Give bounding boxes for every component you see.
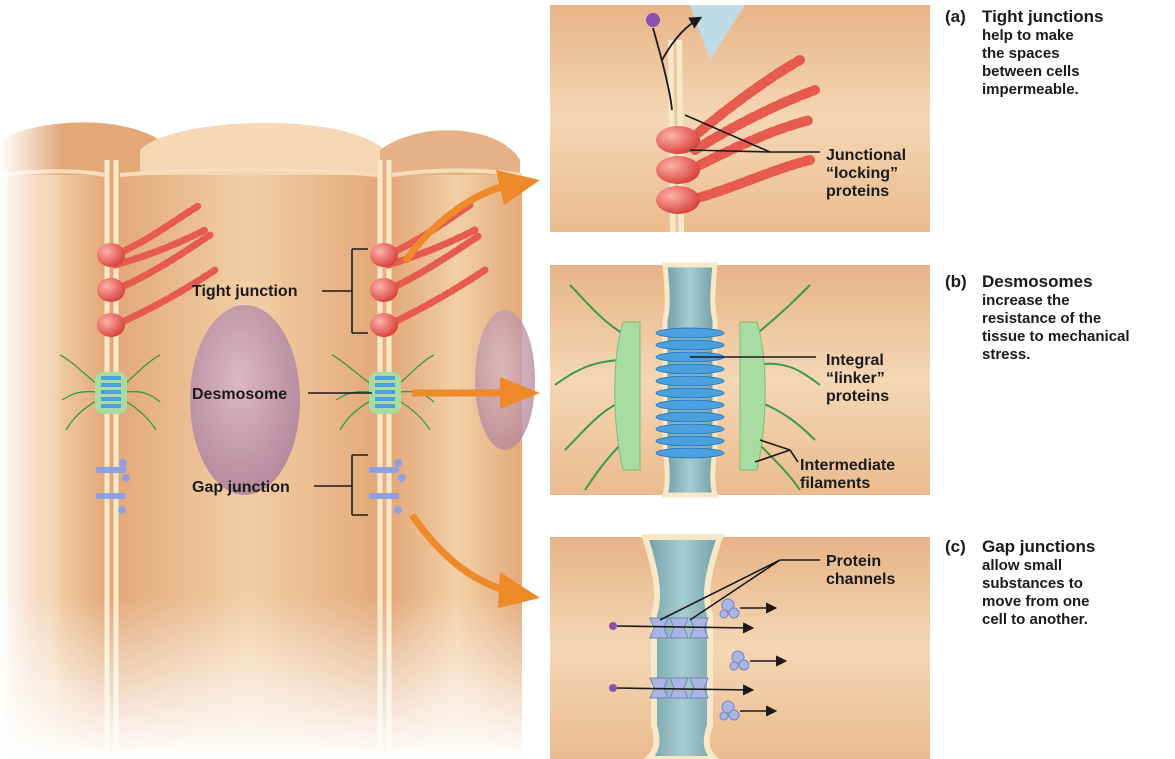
- svg-text:move from one: move from one: [982, 593, 1090, 610]
- svg-text:cell to another.: cell to another.: [982, 611, 1088, 628]
- linker-protein: [656, 448, 724, 458]
- panel-c-label: Protein channels: [826, 553, 895, 588]
- svg-text:substances to: substances to: [982, 575, 1083, 592]
- linker-protein: [656, 400, 724, 410]
- linker-protein: [656, 364, 724, 374]
- caption-a: (a) Tight junctions help to make the spa…: [945, 7, 1104, 98]
- caption-c: (c) Gap junctions allow small substances…: [945, 537, 1095, 628]
- svg-text:the spaces: the spaces: [982, 45, 1060, 62]
- desmosome-label: Desmosome: [192, 386, 287, 403]
- svg-text:between cells: between cells: [982, 63, 1080, 80]
- caption-b: (b) Desmosomes increase the resistance o…: [945, 272, 1130, 363]
- svg-text:(c): (c): [945, 537, 966, 556]
- linker-protein: [656, 424, 724, 434]
- svg-text:stress.: stress.: [982, 346, 1030, 363]
- svg-text:resistance of the: resistance of the: [982, 310, 1101, 327]
- panel-b-linker-label: Integral “linker” proteins: [826, 352, 889, 405]
- svg-text:Desmosomes: Desmosomes: [982, 272, 1093, 291]
- svg-text:Gap junctions: Gap junctions: [982, 537, 1095, 556]
- linker-protein: [656, 412, 724, 422]
- linker-protein: [656, 328, 724, 338]
- svg-text:impermeable.: impermeable.: [982, 81, 1079, 98]
- svg-text:Tight junctions: Tight junctions: [982, 7, 1104, 26]
- svg-text:increase the: increase the: [982, 292, 1070, 309]
- linker-protein: [656, 340, 724, 350]
- gap-junction-label: Gap junction: [192, 479, 290, 496]
- linker-protein: [656, 388, 724, 398]
- svg-text:tissue to mechanical: tissue to mechanical: [982, 328, 1130, 345]
- svg-text:help to make: help to make: [982, 27, 1074, 44]
- tight-junction-label: Tight junction: [192, 283, 297, 300]
- svg-text:(b): (b): [945, 272, 967, 291]
- linker-protein: [656, 376, 724, 386]
- linker-protein: [656, 436, 724, 446]
- svg-text:(a): (a): [945, 7, 966, 26]
- svg-text:allow small: allow small: [982, 557, 1062, 574]
